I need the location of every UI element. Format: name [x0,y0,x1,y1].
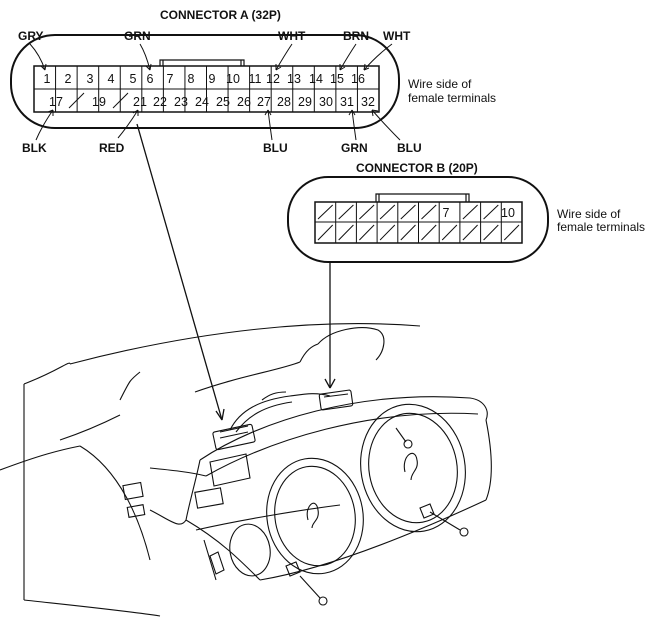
pin-26: 26 [237,95,251,109]
connector-a-side-label-1: Wire side of [408,77,472,91]
pin-2: 2 [65,72,72,86]
pin-14: 14 [309,72,323,86]
pin-29: 29 [298,95,312,109]
pin-8: 8 [188,72,195,86]
wire-label-pin1: GRY [18,29,44,43]
connector-b-empty-slot [441,224,458,241]
wire-label-pin6: GRN [124,29,151,43]
connector-b-top-row: 7 10 [443,206,515,220]
pin-5: 5 [130,72,137,86]
connector-b-empty-slot [359,224,375,241]
wire-label-pin21: RED [99,141,125,155]
connector-b-empty-slot [338,204,354,220]
wire-label-pin32: BLU [397,141,422,155]
pin-17: 17 [49,95,63,109]
pin-25: 25 [216,95,230,109]
connector-a-body [33,59,380,113]
connector-a-bottom-row: 17 19 21 22 23 24 25 26 27 28 29 30 31 3… [49,95,375,109]
pin-27: 27 [257,95,271,109]
connector-b-empty-slot [421,204,437,220]
pin-15: 15 [330,72,344,86]
pin-31: 31 [340,95,354,109]
connector-b-empty-slot [503,224,520,241]
connector-b-empty-slot [317,224,334,241]
connector-b-title: CONNECTOR B (20P) [356,161,478,175]
pin-11: 11 [249,72,262,86]
connector-a-top-row: 1 2 3 4 5 6 7 8 9 10 11 12 13 14 15 16 [44,72,365,86]
connector-b-empty-slot [359,204,375,220]
pin-10: 10 [226,72,240,86]
connector-b-empty-slot [462,204,478,220]
pin-32: 32 [361,95,375,109]
connector-b-empty-slot [338,224,354,241]
connector-b-empty-slot [379,204,396,220]
connector-a-side-label-2: female terminals [408,91,496,105]
connector-b-empty-slot [379,224,396,241]
pin-1: 1 [44,72,51,86]
wire-label-pin16: WHT [383,29,411,43]
connector-a-title: CONNECTOR A (32P) [160,8,281,22]
pin-21: 21 [133,95,147,109]
pin-28: 28 [277,95,291,109]
pin-13: 13 [287,72,301,86]
pin-6: 6 [147,72,154,86]
pin-24: 24 [195,95,209,109]
pin-9: 9 [209,72,216,86]
pin-3: 3 [87,72,94,86]
pin-30: 30 [319,95,333,109]
connector-b-empty-slot [400,204,416,220]
pin-7: 7 [167,72,174,86]
wire-label-pin27: BLU [263,141,288,155]
wire-label-pin31: GRN [341,141,368,155]
connector-b-empty-slot [421,224,437,241]
connector-a-leaders [29,43,401,141]
connector-leaders [136,123,336,421]
pin-19: 19 [92,95,106,109]
connector-b-side-label-1: Wire side of [557,207,621,221]
wire-label-pin15: BRN [343,29,369,43]
connector-a-outline [10,34,400,129]
wire-label-pin17: BLK [22,141,47,155]
connector-b-body [314,193,523,244]
pin-b-7: 7 [443,206,450,220]
connector-b-side-label-2: female terminals [557,220,645,234]
pin-22: 22 [153,95,167,109]
pin-23: 23 [174,95,188,109]
connector-b-empty-slot [483,224,499,241]
instrument-panel-illustration [0,323,492,617]
pin-16: 16 [351,72,365,86]
connector-b-empty-slot [462,224,478,241]
connector-b-empty-slot [483,204,499,220]
pin-4: 4 [108,72,115,86]
wire-label-pin12: WHT [278,29,306,43]
connector-b-empty-slot [317,204,334,220]
pin-12: 12 [266,72,280,86]
connector-b-empty-slot [400,224,416,241]
pin-b-10: 10 [501,206,515,220]
connector-b-outline [287,176,549,263]
